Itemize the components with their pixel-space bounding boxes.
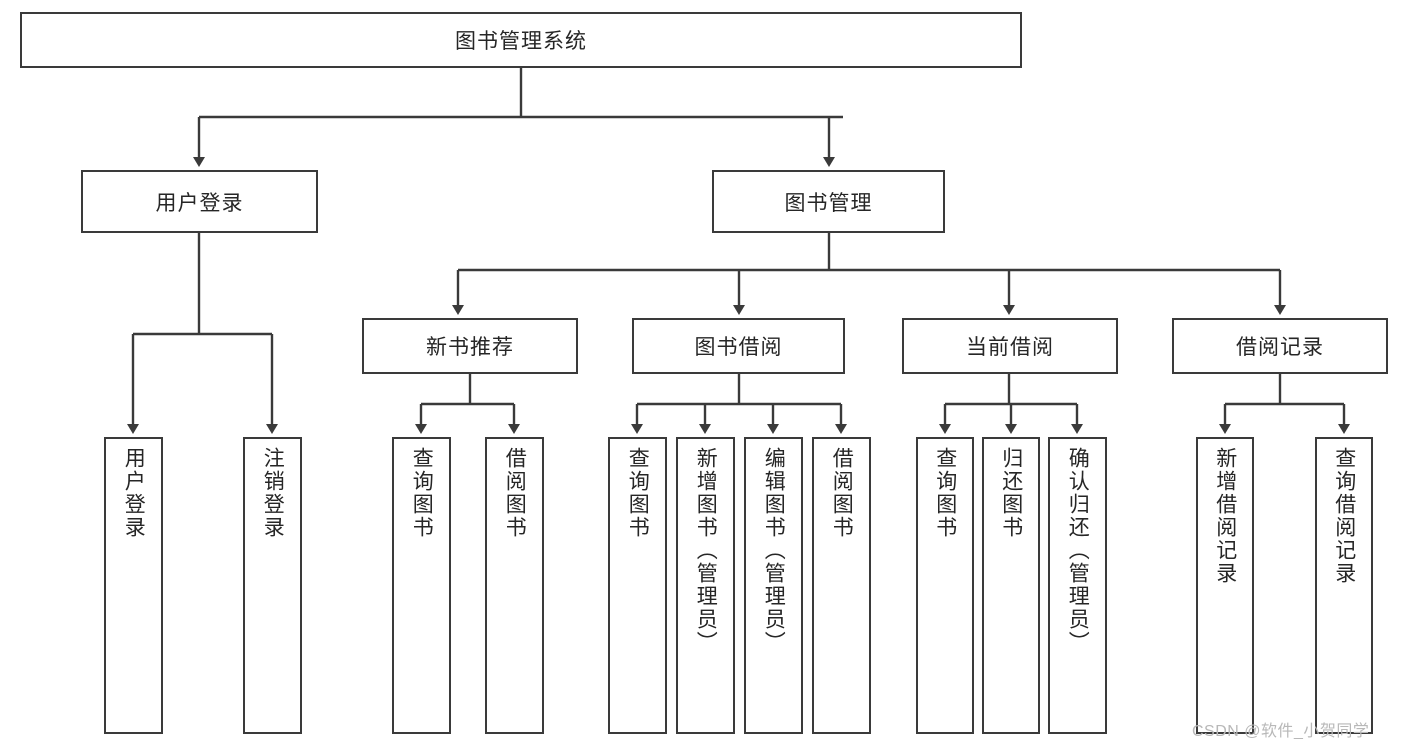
node-leaf-query-book-current[interactable]: 查询图书 xyxy=(916,437,974,734)
node-new-book-recommend[interactable]: 新书推荐 xyxy=(362,318,578,374)
node-label: 查询图书 xyxy=(626,447,650,539)
node-user-login[interactable]: 用户登录 xyxy=(81,170,318,233)
node-label: 当前借阅 xyxy=(966,336,1054,359)
node-leaf-borrow-book[interactable]: 借阅图书 xyxy=(812,437,871,734)
node-label: 新增图书（管理员） xyxy=(694,447,718,654)
node-leaf-edit-book-admin[interactable]: 编辑图书（管理员） xyxy=(744,437,803,734)
node-label: 用户登录 xyxy=(155,191,244,215)
node-borrow-record[interactable]: 借阅记录 xyxy=(1172,318,1388,374)
node-label: 查询借阅记录 xyxy=(1332,447,1356,585)
node-label: 新增借阅记录 xyxy=(1213,447,1237,585)
node-label: 借阅图书 xyxy=(503,447,527,539)
node-leaf-logout[interactable]: 注销登录 xyxy=(243,437,302,734)
node-label: 借阅图书 xyxy=(830,447,854,539)
node-label: 借阅记录 xyxy=(1236,336,1324,359)
node-label: 归还图书 xyxy=(999,447,1023,539)
node-leaf-query-borrow-record[interactable]: 查询借阅记录 xyxy=(1315,437,1373,734)
node-root[interactable]: 图书管理系统 xyxy=(20,12,1022,68)
node-label: 用户登录 xyxy=(122,447,146,539)
node-leaf-return-book[interactable]: 归还图书 xyxy=(982,437,1040,734)
node-label: 图书借阅 xyxy=(694,336,783,359)
node-label: 确认归还（管理员） xyxy=(1066,447,1090,654)
node-book-borrow[interactable]: 图书借阅 xyxy=(632,318,845,374)
node-leaf-user-login[interactable]: 用户登录 xyxy=(104,437,163,734)
node-label: 注销登录 xyxy=(261,447,285,539)
node-label: 图书管理系统 xyxy=(455,30,587,53)
node-label: 新书推荐 xyxy=(426,336,514,359)
node-label: 查询图书 xyxy=(933,447,957,539)
csdn-watermark: CSDN @软件_小贺同学 xyxy=(1192,723,1370,740)
node-book-management[interactable]: 图书管理 xyxy=(712,170,945,233)
node-label: 查询图书 xyxy=(410,447,434,539)
node-label: 图书管理 xyxy=(784,191,873,215)
node-leaf-query-book-borrow[interactable]: 查询图书 xyxy=(608,437,667,734)
node-leaf-query-book-recommend[interactable]: 查询图书 xyxy=(392,437,451,734)
node-current-borrow[interactable]: 当前借阅 xyxy=(902,318,1118,374)
node-leaf-borrow-book-recommend[interactable]: 借阅图书 xyxy=(485,437,544,734)
node-leaf-add-book-admin[interactable]: 新增图书（管理员） xyxy=(676,437,735,734)
node-leaf-confirm-return-admin[interactable]: 确认归还（管理员） xyxy=(1048,437,1107,734)
node-leaf-add-borrow-record[interactable]: 新增借阅记录 xyxy=(1196,437,1254,734)
node-label: 编辑图书（管理员） xyxy=(762,447,786,654)
